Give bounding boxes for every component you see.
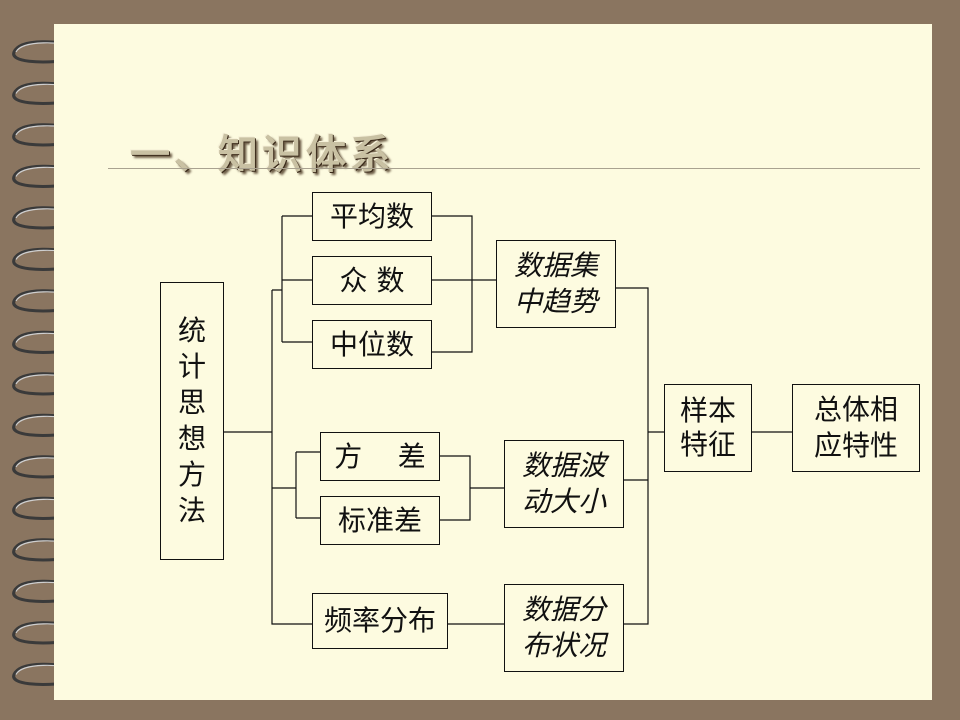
node-mean: 平均数: [312, 192, 432, 241]
node-mode: 众 数: [312, 256, 432, 305]
node-std-dev: 标准差: [320, 496, 440, 545]
connector-main-spine: [271, 290, 312, 625]
connector-mid-spine: [272, 451, 320, 519]
node-population-features: 总体相应特性: [792, 384, 920, 472]
node-fluctuation: 数据波动大小: [504, 440, 624, 528]
connector-right-spine: [616, 287, 664, 625]
node-variance: 方 差: [320, 432, 440, 481]
node-root: 统计思想方法: [160, 282, 224, 560]
node-freq-dist: 频率分布: [312, 593, 448, 649]
node-median: 中位数: [312, 320, 432, 369]
connector-mid-join: [440, 455, 504, 521]
node-distribution: 数据分布状况: [504, 584, 624, 672]
connector-top-spine: [272, 215, 312, 343]
node-central-tendency: 数据集中趋势: [496, 240, 616, 328]
title-divider: [108, 168, 920, 169]
node-sample-features: 样本特征: [664, 384, 752, 472]
slide-title: 一、知识体系: [130, 132, 394, 178]
connector-top-join: [432, 215, 496, 353]
